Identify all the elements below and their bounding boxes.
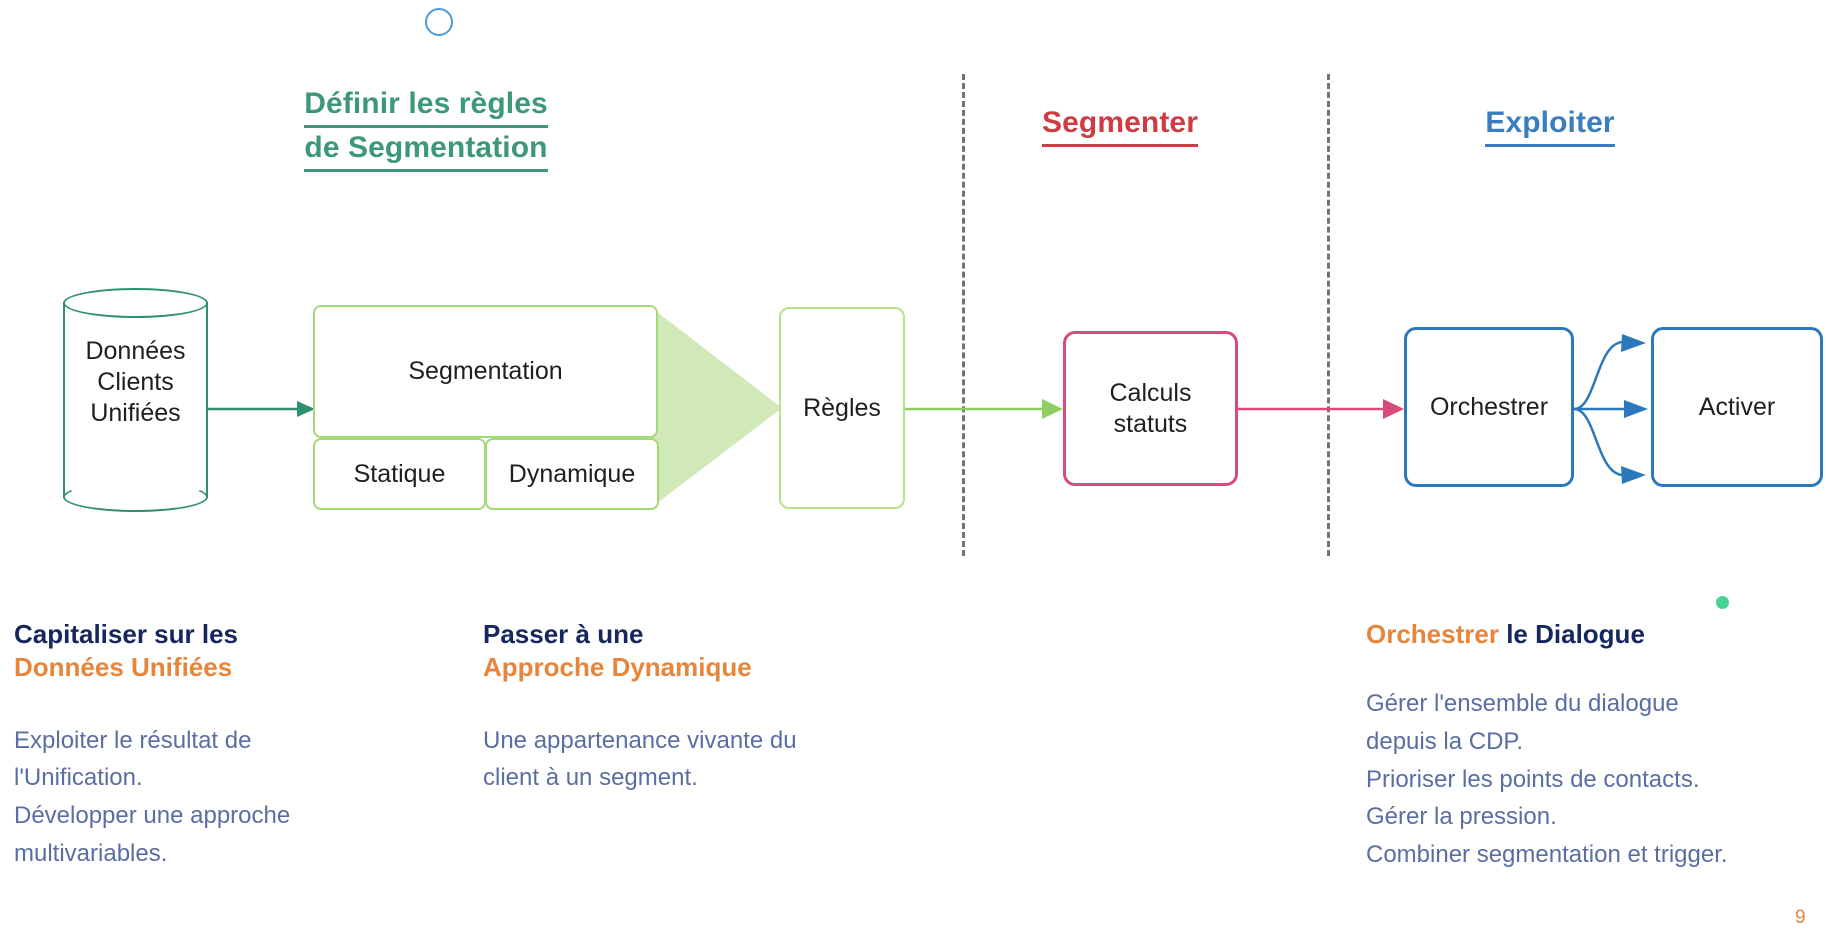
column-passer-body: Une appartenance vivante du client à un … (483, 722, 883, 798)
phase-heading-define: Définir les règles de Segmentation (290, 84, 562, 172)
phase-divider-1 (962, 74, 965, 556)
decorative-dot-icon (1716, 596, 1729, 609)
rules-box: Règles (779, 307, 905, 509)
orchestrer-box: Orchestrer (1404, 327, 1574, 487)
segmentation-box: Segmentation (313, 305, 658, 438)
column-orchestrer: Orchestrer le Dialogue Gérer l'ensemble … (1366, 618, 1826, 874)
segmentation-static-box: Statique (313, 438, 486, 510)
arrow-db-to-segmentation (208, 401, 315, 417)
cylinder-body (63, 302, 208, 498)
calculs-statuts-box: Calculs statuts (1063, 331, 1238, 486)
segmentation-dynamic-label: Dynamique (508, 459, 636, 488)
column-capitaliser-body: Exploiter le résultat de l'Unification. … (14, 722, 414, 874)
activer-box: Activer (1651, 327, 1823, 487)
segmentation-static-label: Statique (353, 459, 446, 488)
body-line: Prioriser les points de contacts. (1366, 765, 1700, 793)
phase-heading-define-line1: Définir les règles (304, 84, 548, 128)
phase-heading-define-line2: de Segmentation (304, 128, 548, 172)
body-line: Combiner segmentation et trigger. (1366, 841, 1728, 869)
decorative-circle-icon (425, 8, 453, 36)
activer-label: Activer (1698, 392, 1776, 421)
arrow-orchestrer-to-activer-down (1573, 407, 1646, 484)
page-number: 9 (1795, 907, 1806, 928)
column-orchestrer-heading-line2: le Dialogue (1506, 619, 1645, 649)
arrow-rules-to-calculs (905, 399, 1063, 419)
column-passer-heading-line2: Approche Dynamique (483, 651, 752, 682)
column-passer-heading-line1: Passer à une (483, 619, 644, 649)
cylinder-top-ellipse (63, 288, 208, 318)
phase-heading-segment-label: Segmenter (1042, 103, 1198, 147)
body-line: Gérer la pression. (1366, 803, 1557, 831)
arrow-calculs-to-orchestrer (1238, 399, 1404, 419)
column-capitaliser: Capitaliser sur les Données Unifiées Exp… (14, 618, 414, 873)
column-orchestrer-heading: Orchestrer le Dialogue (1366, 618, 1826, 651)
orchestrer-label: Orchestrer (1429, 392, 1549, 421)
body-line: multivariables. (14, 840, 168, 868)
body-line: client à un segment. (483, 764, 698, 792)
database-cylinder: Données Clients Unifiées (63, 288, 208, 512)
column-passer: Passer à une Approche Dynamique Une appa… (483, 618, 883, 797)
column-capitaliser-heading: Capitaliser sur les Données Unifiées (14, 618, 414, 684)
phase-heading-exploit-label: Exploiter (1485, 103, 1615, 147)
body-line: Gérer l'ensemble du dialogue (1366, 689, 1679, 717)
column-capitaliser-heading-line1: Capitaliser sur les (14, 619, 238, 649)
segmentation-label: Segmentation (408, 357, 563, 385)
phase-heading-exploit: Exploiter (1430, 103, 1670, 147)
segmentation-group: Segmentation Statique Dynamique (313, 305, 659, 510)
database-label: Données Clients Unifiées (85, 337, 186, 427)
body-line: Une appartenance vivante du (483, 726, 797, 754)
cylinder-bottom-ellipse (63, 482, 208, 512)
body-line: depuis la CDP. (1366, 727, 1523, 755)
phase-divider-2 (1327, 74, 1330, 556)
segmentation-dynamic-box: Dynamique (485, 438, 659, 510)
body-line: l'Unification. (14, 764, 143, 792)
body-line: Développer une approche (14, 802, 291, 830)
column-passer-heading: Passer à une Approche Dynamique (483, 618, 883, 684)
rules-label: Règles (803, 393, 881, 422)
body-line: Exploiter le résultat de (14, 726, 252, 754)
phase-heading-segment: Segmenter (1000, 103, 1240, 147)
arrow-orchestrer-to-activer-up (1573, 334, 1646, 411)
column-capitaliser-heading-line2: Données Unifiées (14, 651, 233, 682)
arrow-orchestrer-to-activer-straight (1574, 400, 1648, 418)
column-orchestrer-heading-line1: Orchestrer (1366, 619, 1499, 649)
column-orchestrer-body: Gérer l'ensemble du dialogue depuis la C… (1366, 685, 1826, 875)
